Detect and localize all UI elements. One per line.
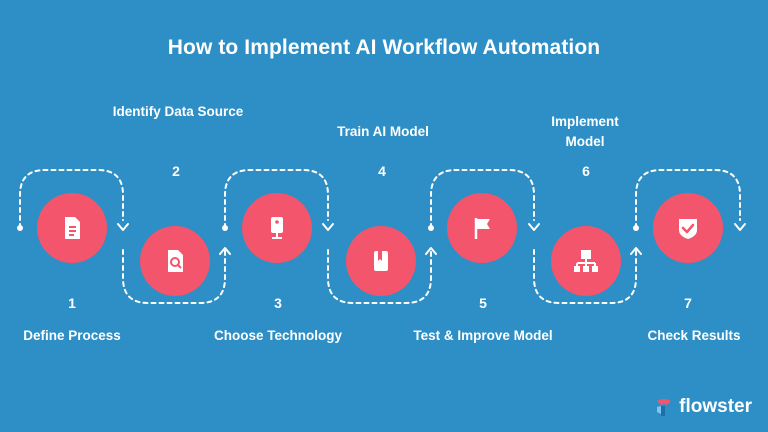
- step-7-number: 7: [684, 295, 692, 311]
- book-icon: [374, 251, 388, 271]
- step-5-label: Test & Improve Model: [413, 328, 553, 343]
- flag-icon: [474, 218, 490, 239]
- step-6-label: Implement Model: [551, 114, 619, 149]
- step-4-node: [346, 226, 416, 296]
- step-5-node: [447, 193, 517, 263]
- step-3-number: 3: [274, 295, 282, 311]
- diagram-title: How to Implement AI Workflow Automation: [167, 36, 601, 59]
- search-document-icon: [168, 250, 183, 272]
- step-6-node: [551, 226, 621, 296]
- step-3-label: Choose Technology: [213, 328, 342, 343]
- step-6-number: 6: [582, 163, 590, 179]
- check-badge-icon: [679, 219, 697, 239]
- flowster-logo-icon: [657, 399, 672, 416]
- device-icon: [271, 217, 283, 239]
- connector-3: [224, 169, 329, 229]
- step-7-node: [653, 193, 723, 263]
- step-2-number: 2: [172, 163, 180, 179]
- connector-dots: [17, 225, 639, 231]
- brand-name: flowster: [679, 396, 752, 417]
- step-2-label: Identify Data Source: [112, 104, 244, 119]
- connector-7: [635, 169, 741, 229]
- step-1-number: 1: [68, 295, 76, 311]
- connector-5: [430, 169, 535, 229]
- step-2-node: [140, 226, 210, 296]
- step-5-number: 5: [479, 295, 487, 311]
- step-4-number: 4: [378, 163, 386, 179]
- step-3-node: [242, 193, 312, 263]
- connector-4: [327, 249, 432, 304]
- document-icon: [65, 217, 80, 239]
- brand-logo: flowster: [655, 396, 752, 418]
- step-4-label: Train AI Model: [337, 124, 429, 139]
- step-7-label: Check Results: [647, 328, 741, 343]
- connector-1: [19, 169, 124, 229]
- connector-arrows: [117, 223, 746, 255]
- step-1-label: Define Process: [23, 328, 121, 343]
- step-1-node: [37, 193, 107, 263]
- hierarchy-icon: [574, 250, 598, 272]
